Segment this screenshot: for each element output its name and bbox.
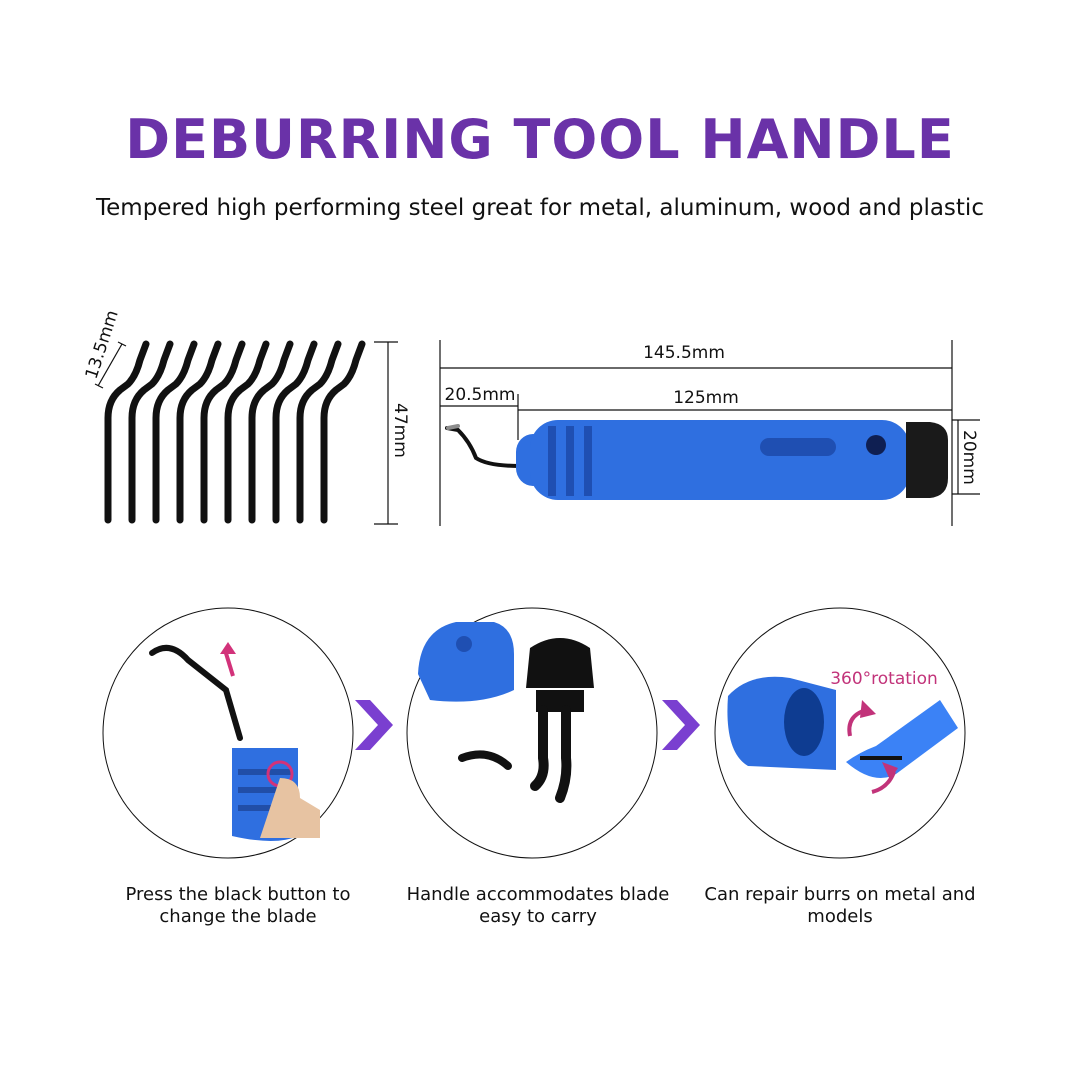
arrow-right-icon [355,700,393,750]
step-1-visual [149,642,320,841]
blade-set [104,340,366,524]
rotation-label: 360°rotation [830,669,938,689]
handle-length-label: 125mm [673,388,739,408]
blade-icon [176,340,222,524]
blade-height-label: 47mm [390,403,410,458]
blade-length-label: 20.5mm [445,385,516,405]
dimension-diagram: 13.5mm 47mm 145.5mm 20.5mm 125mm 20mm [82,308,980,526]
step-2-caption: Handle accommodates blade easy to carry [406,884,670,927]
page-title: DEBURRING TOOL HANDLE [125,108,955,171]
handle-diameter-label: 20mm [959,430,979,485]
arrow-right-icon [662,700,700,750]
handle-icon [445,420,948,500]
blade-icon [320,340,366,524]
total-length-label: 145.5mm [643,343,725,363]
blade-icon [104,340,150,524]
page-subtitle: Tempered high performing steel great for… [96,195,984,221]
step-3-caption: Can repair burrs on metal and models [704,884,976,927]
step-2-visual [418,622,594,803]
step-1-caption: Press the black button to change the bla… [125,884,351,927]
blade-icon [224,340,270,524]
step-3-circle [714,607,966,859]
blade-icon [248,340,294,524]
blade-width-label: 13.5mm [82,308,123,382]
steps-section: 360°rotation [102,607,966,859]
blade-icon [128,340,174,524]
step-3-visual [727,676,958,794]
blade-icon [200,340,246,524]
blade-icon [272,340,318,524]
blade-icon [152,340,198,524]
blade-icon [296,340,342,524]
